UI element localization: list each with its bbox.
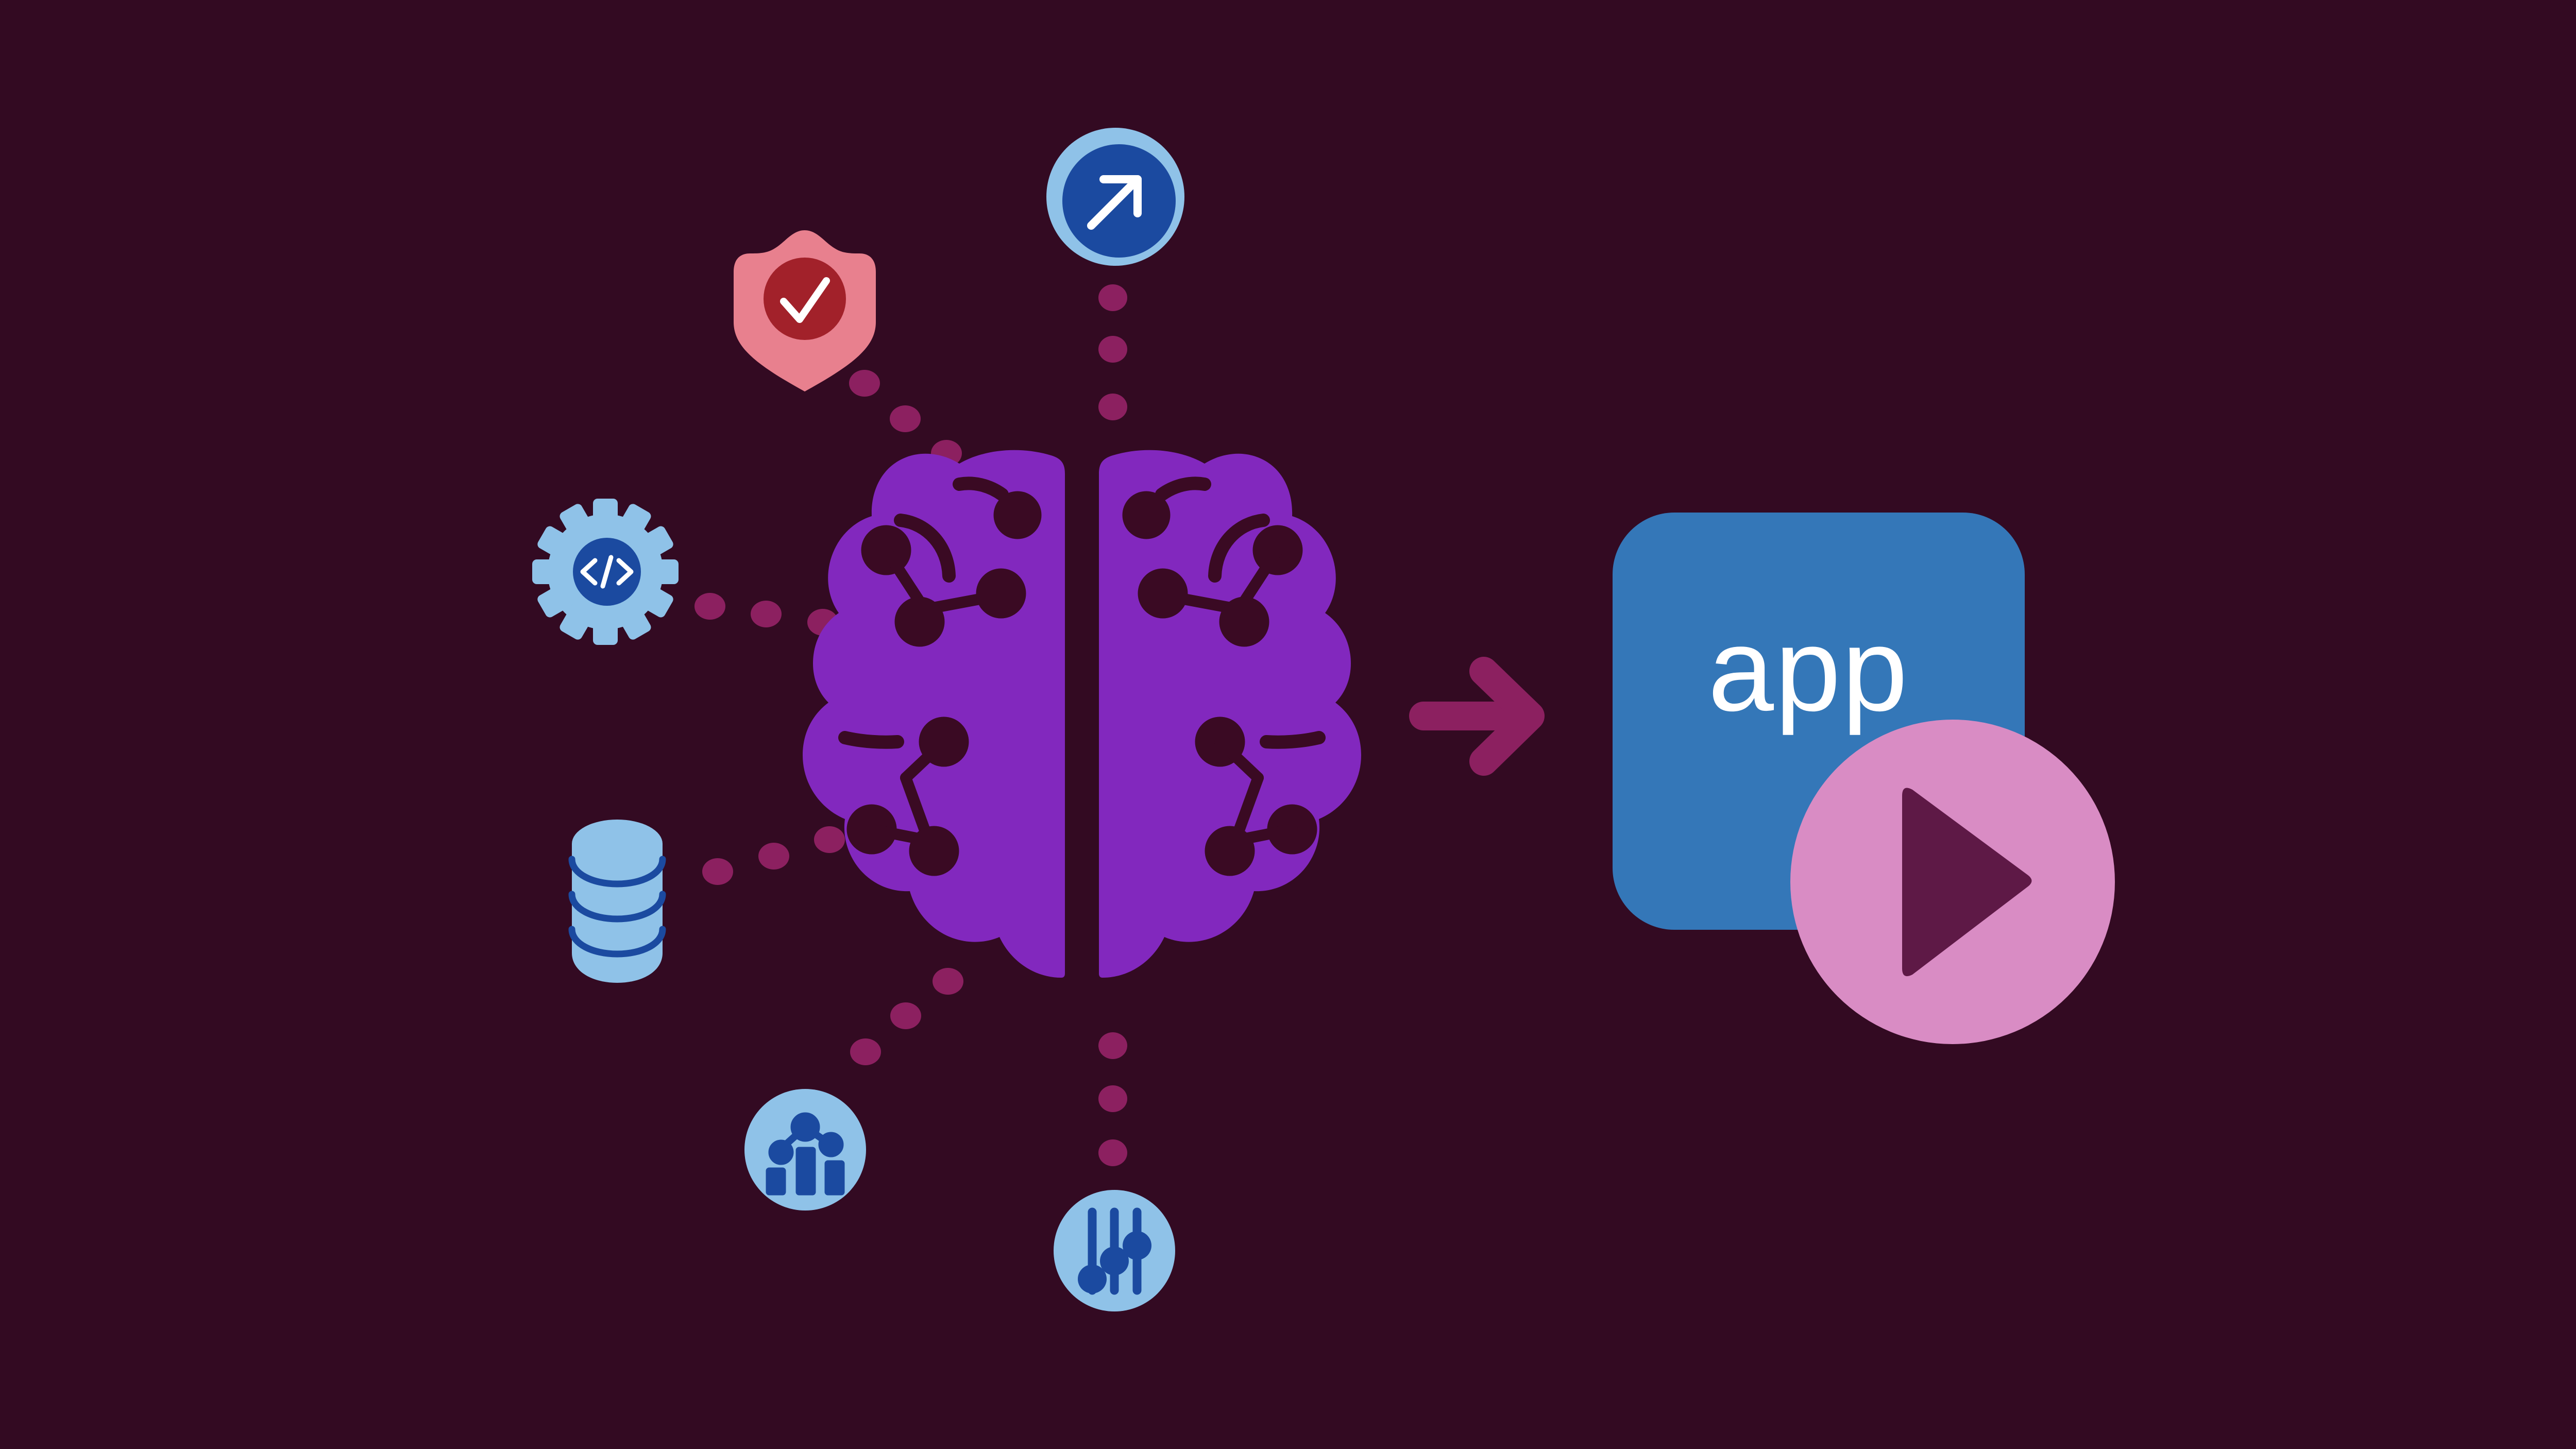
connector-dot — [1098, 394, 1127, 420]
sliders-icon[interactable] — [1054, 1190, 1175, 1311]
gear-code-icon[interactable] — [532, 499, 679, 645]
connector-dot — [751, 601, 782, 627]
database-cylinder-icon[interactable] — [568, 820, 666, 983]
connector-dot — [849, 370, 880, 397]
connector-dot — [1098, 1139, 1127, 1166]
sliders-glyph — [1078, 1207, 1151, 1295]
play-triangle-icon — [1902, 788, 2032, 977]
connector-dot — [814, 826, 845, 853]
connector-dots-analytics — [850, 968, 963, 1065]
brain-right-circuit — [1122, 476, 1326, 876]
connector-dot — [933, 968, 963, 995]
trending-up-arrow-icon[interactable] — [1046, 128, 1184, 266]
analytics-glyph — [766, 1112, 845, 1196]
flow-arrow-head — [1469, 657, 1545, 776]
brain-graphic — [803, 450, 1361, 978]
analytics-bar-chart-icon[interactable] — [744, 1089, 866, 1211]
arrow-up-right-glyph — [1087, 175, 1142, 230]
connector-dot — [890, 405, 921, 432]
connector-dot — [890, 1002, 921, 1029]
connector-dot — [1098, 1032, 1127, 1059]
connector-dots-code — [694, 593, 838, 636]
connector-dot — [702, 858, 733, 885]
connector-dots-security — [849, 370, 962, 467]
shield-check-icon[interactable] — [734, 230, 876, 391]
code-brackets-glyph — [580, 555, 634, 589]
connector-dot — [694, 593, 725, 620]
play-badge[interactable] — [1790, 720, 2115, 1044]
brain-left-circuit — [838, 476, 1042, 876]
connector-dot — [1098, 284, 1127, 311]
database-rings — [568, 856, 666, 958]
database-top — [572, 820, 663, 868]
connector-dots-trending-up — [1098, 284, 1127, 420]
connector-dot — [1098, 336, 1127, 363]
connector-dots-database — [702, 826, 845, 885]
connector-dots-tuning — [1098, 1032, 1127, 1166]
connector-dot — [850, 1038, 881, 1065]
shield-inner-circle — [764, 258, 846, 340]
check-glyph — [780, 277, 830, 323]
connector-dot — [758, 843, 789, 870]
app-label: app — [1708, 603, 1909, 736]
flow-arrow — [1409, 657, 1545, 776]
connector-dot — [1098, 1085, 1127, 1112]
